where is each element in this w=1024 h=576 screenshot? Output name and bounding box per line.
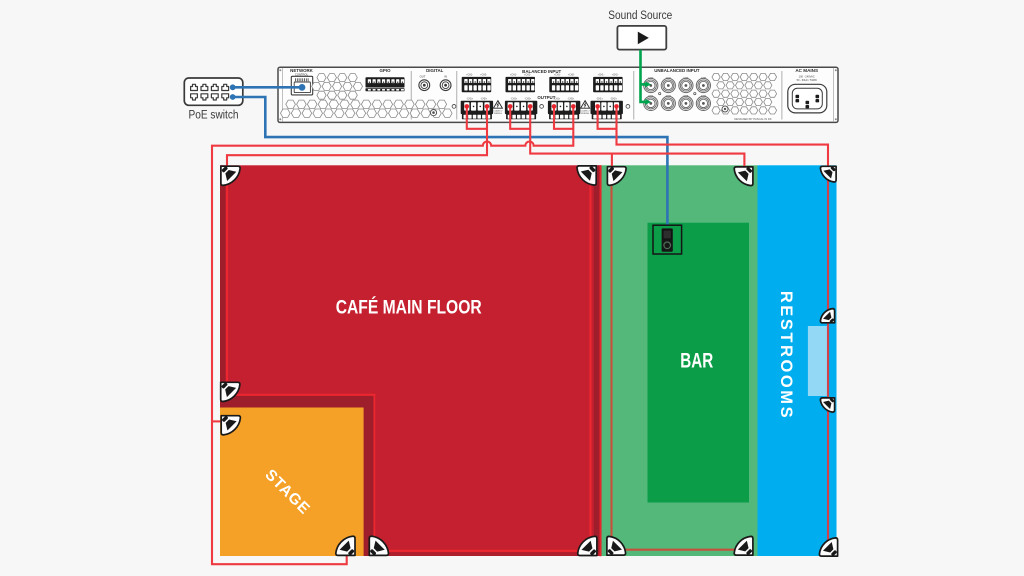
svg-text:CLASS 2: CLASS 2: [493, 109, 503, 112]
svg-text:-CH1+: -CH1+: [596, 99, 603, 101]
svg-text:+CH2-: +CH2-: [480, 75, 487, 77]
svg-text:Sound Source: Sound Source: [608, 10, 672, 22]
svg-text:WIRING: WIRING: [581, 113, 589, 115]
svg-text:+CH1-: +CH1-: [598, 75, 605, 77]
svg-text:+CH1-: +CH1-: [554, 75, 561, 77]
svg-text:GPIO: GPIO: [380, 68, 392, 73]
svg-text:BAR: BAR: [680, 350, 713, 373]
svg-text:AC MAINS: AC MAINS: [795, 68, 818, 73]
svg-text:+CH1-: +CH1-: [510, 75, 517, 77]
svg-text:BALANCED INPUT: BALANCED INPUT: [522, 69, 561, 74]
svg-text:-CH1+: -CH1+: [554, 99, 561, 101]
svg-text:-CH2+: -CH2+: [568, 99, 575, 101]
svg-text:WIRING: WIRING: [494, 113, 502, 115]
svg-text:+CH2-: +CH2-: [612, 75, 619, 77]
svg-text:PoE switch: PoE switch: [189, 109, 239, 121]
svg-text:-CH2+: -CH2+: [480, 99, 487, 101]
svg-text:CONTROL: CONTROL: [295, 73, 309, 77]
svg-text:-CH1+: -CH1+: [466, 99, 473, 101]
svg-text:+CH2-: +CH2-: [568, 75, 575, 77]
svg-text:DIGITAL: DIGITAL: [426, 68, 444, 73]
svg-text:CAFÉ MAIN FLOOR: CAFÉ MAIN FLOOR: [336, 296, 482, 319]
svg-text:+CH2-: +CH2-: [524, 75, 531, 77]
svg-text:+CH1-: +CH1-: [466, 75, 473, 77]
svg-text:50 - 60Hz / 530W: 50 - 60Hz / 530W: [797, 78, 818, 82]
svg-text:DESIGNED BY PASCAL IN DK: DESIGNED BY PASCAL IN DK: [734, 117, 771, 121]
svg-text:-CH1+: -CH1+: [511, 99, 518, 101]
svg-text:IN: IN: [444, 75, 447, 79]
svg-text:-CH2+: -CH2+: [610, 99, 617, 101]
svg-text:-CH2+: -CH2+: [525, 99, 532, 101]
svg-text:CLASS 2: CLASS 2: [581, 109, 591, 112]
svg-text:NETWORK: NETWORK: [290, 68, 314, 73]
svg-text:100 - 240VAC: 100 - 240VAC: [799, 75, 815, 79]
svg-text:OUTPUT: OUTPUT: [537, 95, 555, 100]
svg-text:OUT: OUT: [420, 75, 426, 79]
svg-text:UNBALANCED INPUT: UNBALANCED INPUT: [654, 68, 700, 73]
svg-text:RESTROOMS: RESTROOMS: [777, 291, 795, 420]
